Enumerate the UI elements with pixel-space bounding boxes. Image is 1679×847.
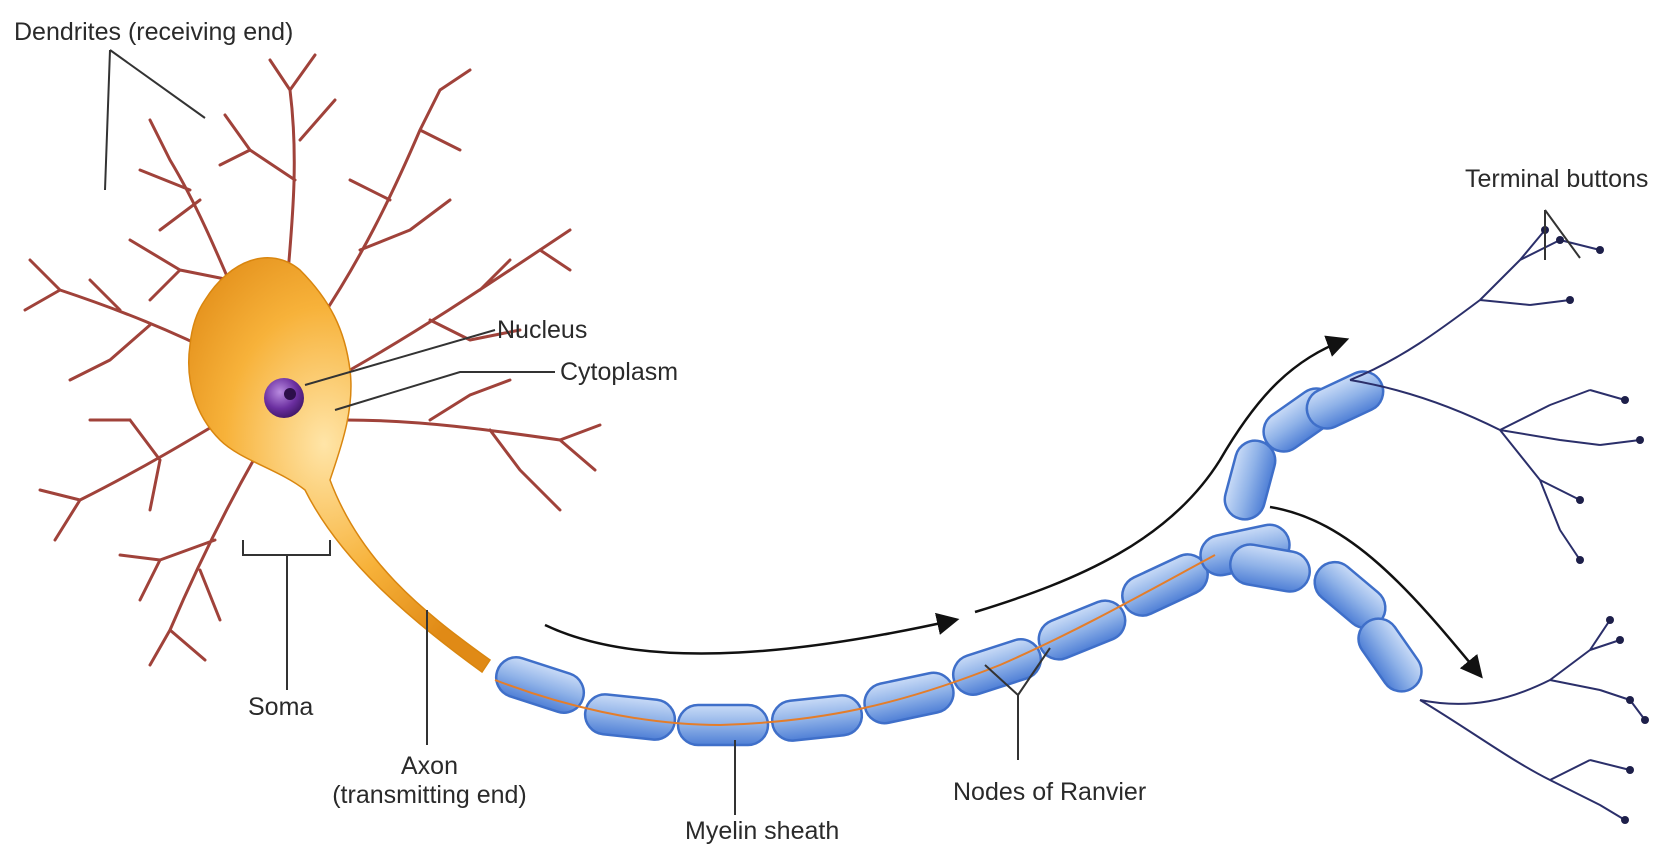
label-cytoplasm: Cytoplasm: [560, 358, 678, 387]
label-terminal-buttons: Terminal buttons: [1465, 165, 1648, 194]
label-nucleus: Nucleus: [497, 316, 587, 345]
myelin-sheath: [491, 365, 1429, 745]
soma-body: [189, 258, 490, 672]
nucleolus: [284, 388, 296, 400]
label-myelin-sheath: Myelin sheath: [685, 817, 839, 846]
terminal-branches-lower: [1420, 620, 1645, 820]
terminal-buttons-upper: [1541, 226, 1644, 564]
terminal-buttons-lower: [1606, 616, 1649, 824]
label-soma: Soma: [248, 693, 313, 722]
label-axon-line1: Axon: [322, 752, 537, 781]
terminal-branches-upper: [1350, 230, 1640, 560]
label-dendrites: Dendrites (receiving end): [14, 18, 293, 47]
arrow-1: [545, 620, 955, 654]
label-axon: Axon (transmitting end): [322, 752, 537, 810]
label-nodes-of-ranvier: Nodes of Ranvier: [953, 778, 1146, 807]
nucleus-shape: [264, 378, 304, 418]
label-axon-line2: (transmitting end): [322, 781, 537, 810]
